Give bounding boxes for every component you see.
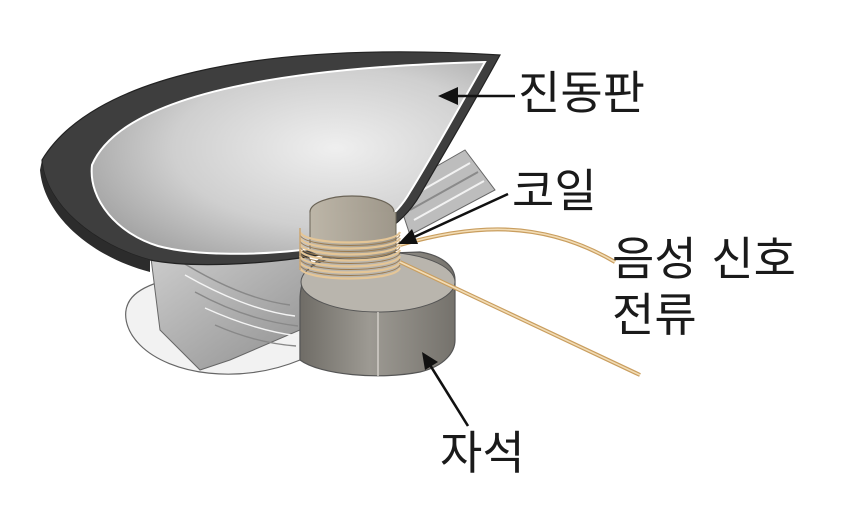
- label-signal-current-line2: 전류: [612, 288, 697, 342]
- label-signal-current-line1: 음성 신호: [612, 232, 796, 286]
- arrow-magnet-icon: [422, 352, 470, 427]
- arrow-diaphragm-icon: [438, 87, 515, 105]
- label-magnet: 자석: [440, 426, 525, 480]
- arrow-coil-icon: [398, 192, 509, 244]
- voice-coil: [298, 195, 402, 280]
- label-diaphragm: 진동판: [518, 66, 645, 120]
- signal-wires: [399, 227, 641, 377]
- label-coil: 코일: [512, 164, 597, 218]
- spider-right: [394, 149, 496, 236]
